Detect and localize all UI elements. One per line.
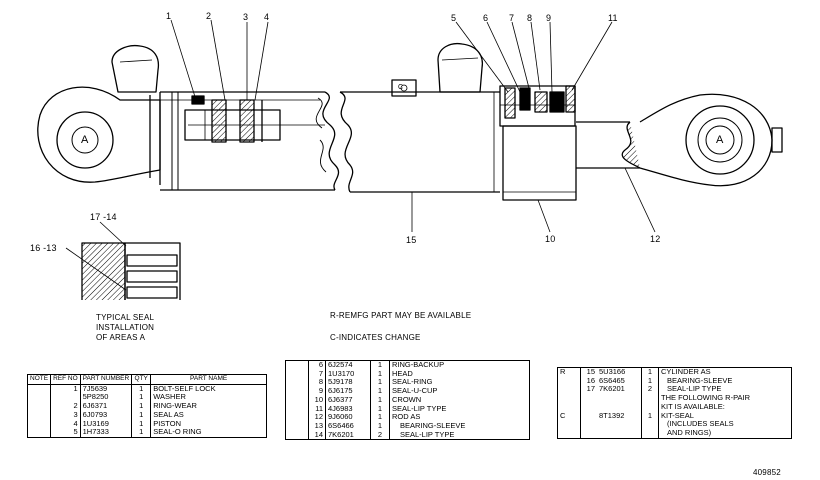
callout-5: 5 (451, 13, 457, 23)
col-part-name: PART NAME (150, 374, 267, 385)
col-ref: REF NO (50, 374, 81, 385)
callout-2: 2 (206, 11, 212, 21)
change-note: C-INDICATES CHANGE (330, 333, 421, 342)
col-note: NOTE (27, 374, 52, 385)
table-row: (INCLUDES SEALS (557, 420, 792, 429)
callout-3: 3 (243, 12, 249, 22)
callout-7: 7 (509, 13, 515, 23)
drawing-number: 409852 (753, 468, 781, 477)
col-part-number: PART NUMBER (80, 374, 133, 385)
right-mounting-eye (639, 93, 783, 187)
barrel-middle-section (339, 79, 500, 193)
callout-17-14: 17 -14 (90, 212, 117, 222)
typical-seal-detail (65, 221, 181, 300)
piston-assembly (184, 95, 325, 143)
callout-4: 4 (264, 12, 270, 22)
typical-seal-note-line3: OF AREAS A (96, 333, 146, 342)
head-gland (499, 85, 577, 201)
col-qty: QTY (131, 374, 152, 385)
cylinder-exploded-diagram (37, 19, 783, 300)
typical-seal-note-line1: TYPICAL SEAL (96, 313, 155, 322)
callout-11: 11 (608, 13, 618, 23)
callout-8: 8 (527, 13, 533, 23)
typical-seal-note-line2: INSTALLATION (96, 323, 155, 332)
left-port-boss (111, 44, 160, 93)
area-a-right-label: A (716, 134, 724, 146)
table-row: THE FOLLOWING R-PAIR (557, 393, 792, 403)
table-row: AND RINGS) (557, 428, 792, 439)
reman-note: R-REMFG PART MAY BE AVAILABLE (330, 311, 472, 320)
callout-16-13: 16 -13 (30, 243, 57, 253)
area-a-left-label: A (81, 134, 89, 146)
head-port-boss (437, 42, 484, 93)
callout-6: 6 (483, 13, 489, 23)
piston-rod (576, 121, 641, 169)
left-mounting-eye (37, 86, 161, 185)
callout-9: 9 (546, 13, 552, 23)
barrel-left-section (160, 91, 340, 191)
callout-1: 1 (166, 11, 172, 21)
callout-12: 12 (650, 234, 661, 244)
change-mark-c: C (398, 84, 404, 91)
callout-10: 10 (545, 234, 556, 244)
table-row: KIT IS AVAILABLE: (557, 402, 792, 412)
leader-lines (170, 19, 656, 233)
callout-15: 15 (406, 235, 417, 245)
